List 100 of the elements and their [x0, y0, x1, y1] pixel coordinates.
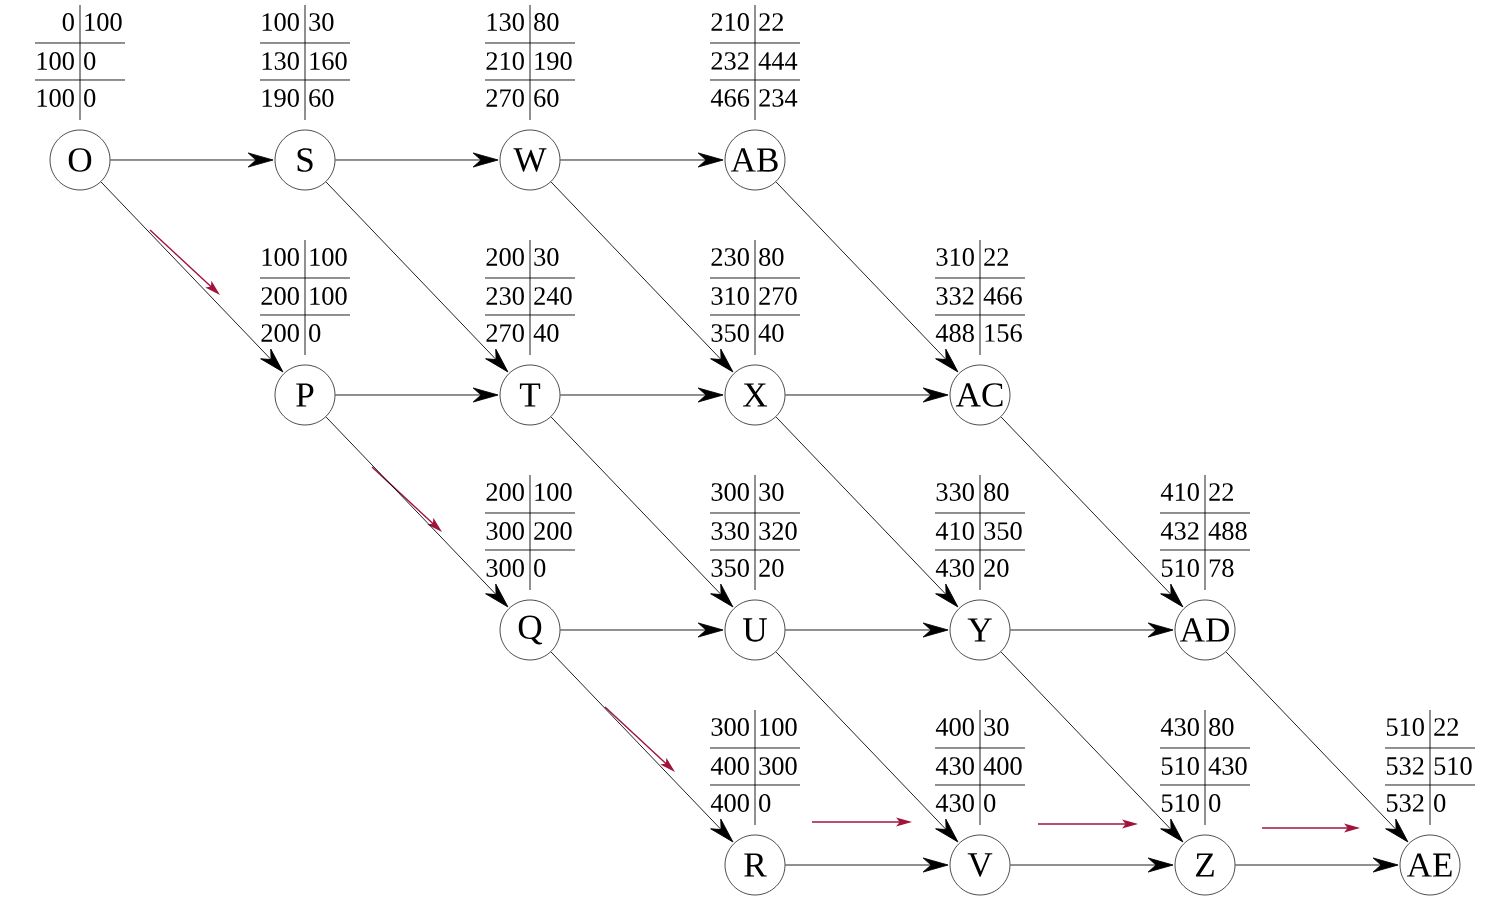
table-value: 80 — [759, 248, 784, 266]
table-value: 200 — [486, 248, 524, 266]
table-value: 350 — [984, 522, 1022, 540]
table-value: 30 — [309, 13, 334, 31]
arrow — [1000, 651, 1184, 843]
table-value: 300 — [486, 522, 524, 540]
arrow — [100, 181, 284, 373]
table-value: 234 — [759, 89, 798, 107]
table-value: 0 — [84, 52, 96, 70]
table-value: 270 — [486, 89, 524, 107]
arrow — [550, 651, 734, 843]
table-value: 30 — [759, 483, 784, 501]
table-value: 300 — [486, 559, 524, 577]
table-value: 270 — [486, 324, 524, 342]
table-value: 0 — [534, 559, 546, 577]
table-value: 200 — [261, 287, 299, 305]
table-value: 30 — [984, 718, 1009, 736]
arrow — [784, 622, 949, 638]
arrow — [1009, 622, 1174, 638]
table-value: 332 — [936, 287, 974, 305]
arrow — [1009, 857, 1174, 873]
table-value: 300 — [759, 757, 797, 775]
table-value: 40 — [758, 324, 784, 342]
table-value: 100 — [760, 718, 797, 736]
arrow — [1000, 416, 1184, 608]
arrow — [559, 387, 724, 403]
table-value: 0 — [984, 794, 996, 812]
table-value: 300 — [711, 483, 749, 501]
table-value: 488 — [1208, 522, 1247, 540]
table-value: 532 — [1386, 794, 1424, 812]
table-value: 80 — [1209, 718, 1234, 736]
arrow — [109, 152, 274, 168]
table-value: 510 — [1386, 718, 1424, 736]
table-value: 22 — [1434, 718, 1458, 736]
table-value: 100 — [310, 248, 347, 266]
table-value: 60 — [534, 89, 559, 107]
table-value: 430 — [1208, 757, 1247, 775]
table-value: 330 — [711, 522, 749, 540]
table-value: 488 — [935, 324, 974, 342]
table-value: 0 — [84, 89, 96, 107]
table-value: 210 — [486, 52, 524, 70]
table-value: 400 — [710, 794, 749, 812]
table-value: 430 — [935, 559, 974, 577]
table-value: 350 — [711, 559, 749, 577]
table-value: 410 — [935, 522, 974, 540]
table-value: 410 — [1160, 483, 1199, 501]
table-value: 0 — [309, 324, 321, 342]
table-value: 40 — [533, 324, 559, 342]
table-value: 240 — [534, 287, 572, 305]
table-value: 232 — [711, 52, 749, 70]
table-value: 444 — [758, 52, 798, 70]
arrow — [334, 387, 499, 403]
arrow — [1225, 651, 1409, 843]
table-value: 22 — [984, 248, 1008, 266]
table-value: 190 — [262, 89, 299, 107]
arrow — [334, 152, 499, 168]
arrow — [784, 857, 949, 873]
table-value: 510 — [1161, 757, 1199, 775]
table-value: 400 — [935, 718, 974, 736]
table-value: 230 — [486, 287, 524, 305]
table-value: 200 — [261, 324, 299, 342]
table-value: 532 — [1386, 757, 1424, 775]
table-value: 350 — [711, 324, 749, 342]
table-value: 0 — [62, 13, 74, 31]
table-value: 310 — [936, 248, 974, 266]
arrow — [550, 181, 734, 373]
arrow — [325, 416, 509, 608]
table-value: 320 — [759, 522, 797, 540]
table-value: 20 — [759, 559, 784, 577]
table-value: 430 — [1160, 718, 1199, 736]
table-value: 210 — [711, 13, 749, 31]
table-value: 430 — [935, 794, 974, 812]
arrow — [559, 152, 724, 168]
arrow — [1234, 857, 1399, 873]
arrow — [784, 387, 949, 403]
table-value: 270 — [759, 287, 797, 305]
table-value: 510 — [1434, 757, 1472, 775]
arrow — [325, 181, 509, 373]
table-value: 200 — [534, 522, 572, 540]
table-value: 100 — [535, 483, 572, 501]
table-value: 100 — [262, 248, 299, 266]
arrow — [775, 181, 959, 373]
table-value: 130 — [487, 13, 524, 31]
arrow — [550, 416, 734, 608]
table-value: 100 — [37, 52, 74, 70]
table-value: 100 — [262, 13, 299, 31]
table-value: 100 — [85, 13, 122, 31]
table-value: 80 — [534, 13, 559, 31]
arrow — [775, 651, 959, 843]
table-value: 430 — [935, 757, 974, 775]
table-value: 160 — [310, 52, 347, 70]
table-value: 100 — [37, 89, 74, 107]
arrow — [775, 416, 959, 608]
table-value: 0 — [1434, 794, 1446, 812]
table-value: 400 — [983, 757, 1022, 775]
table-value: 466 — [710, 89, 750, 107]
table-value: 22 — [759, 13, 783, 31]
table-value: 200 — [486, 483, 524, 501]
table-value: 300 — [711, 718, 749, 736]
table-value: 510 — [1161, 559, 1199, 577]
